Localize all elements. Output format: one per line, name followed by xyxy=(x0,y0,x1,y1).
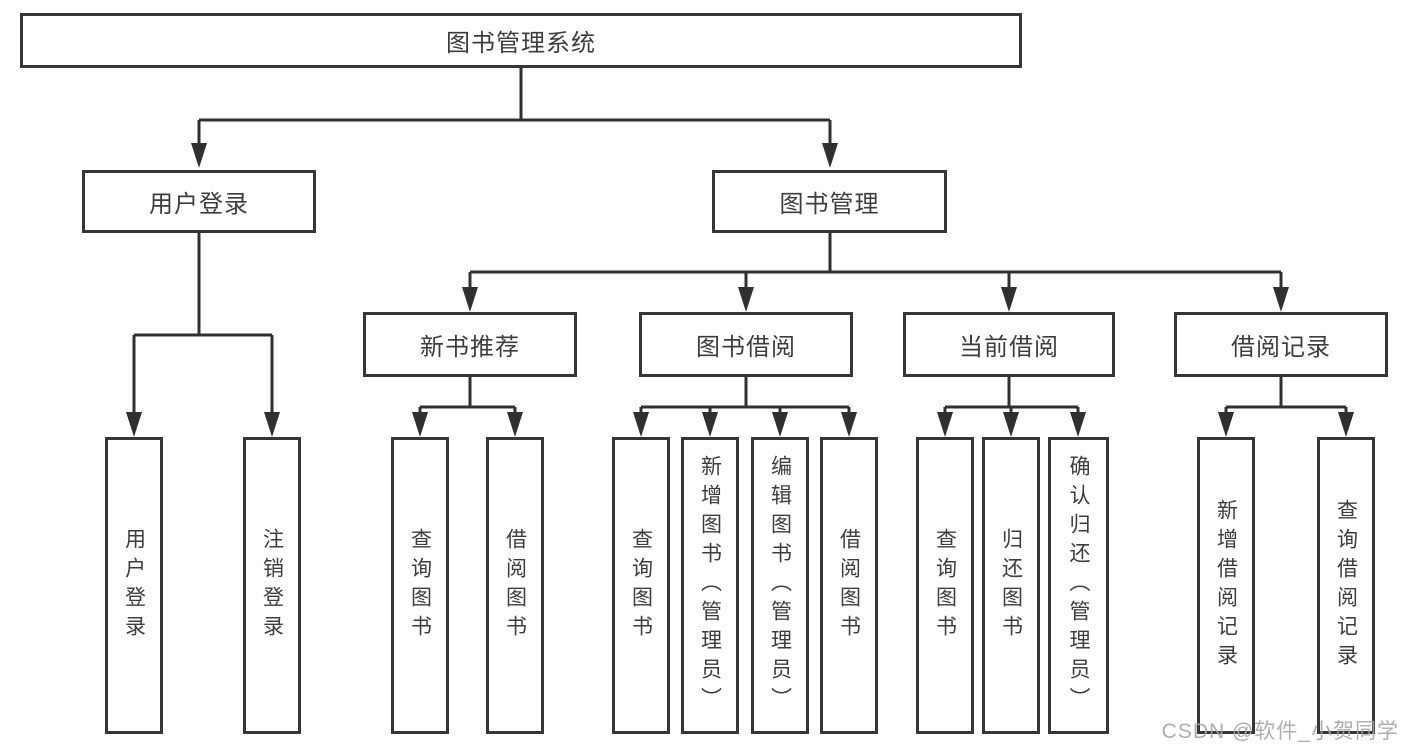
leaf-query-books-recommend: 查询图书 xyxy=(391,437,449,734)
node-book-management: 图书管理 xyxy=(712,170,947,233)
node-book-borrowing: 图书借阅 xyxy=(639,312,853,377)
node-current-borrowing: 当前借阅 xyxy=(903,312,1115,377)
leaf-add-books-admin: 新增图书（管理员） xyxy=(681,437,739,734)
node-borrowing-records: 借阅记录 xyxy=(1174,312,1388,377)
leaf-logout: 注销登录 xyxy=(243,437,301,734)
leaf-borrow-books-recommend: 借阅图书 xyxy=(486,437,544,734)
leaf-return-books: 归还图书 xyxy=(982,437,1040,734)
node-user-login: 用户登录 xyxy=(82,170,316,233)
leaf-user-login: 用户登录 xyxy=(105,437,163,734)
leaf-borrow-books-borrowing: 借阅图书 xyxy=(820,437,878,734)
leaf-query-books-borrowing: 查询图书 xyxy=(612,437,670,734)
node-new-book-recommendation: 新书推荐 xyxy=(363,312,577,377)
leaf-query-books-current: 查询图书 xyxy=(916,437,974,734)
leaf-edit-books-admin: 编辑图书（管理员） xyxy=(751,437,809,734)
watermark: CSDN @软件_小贺同学 xyxy=(1161,720,1399,743)
node-library-system: 图书管理系统 xyxy=(20,13,1022,68)
leaf-add-borrow-record: 新增借阅记录 xyxy=(1197,437,1255,734)
leaf-query-borrow-record: 查询借阅记录 xyxy=(1317,437,1375,734)
leaf-confirm-return-admin: 确认归还（管理员） xyxy=(1048,437,1109,734)
